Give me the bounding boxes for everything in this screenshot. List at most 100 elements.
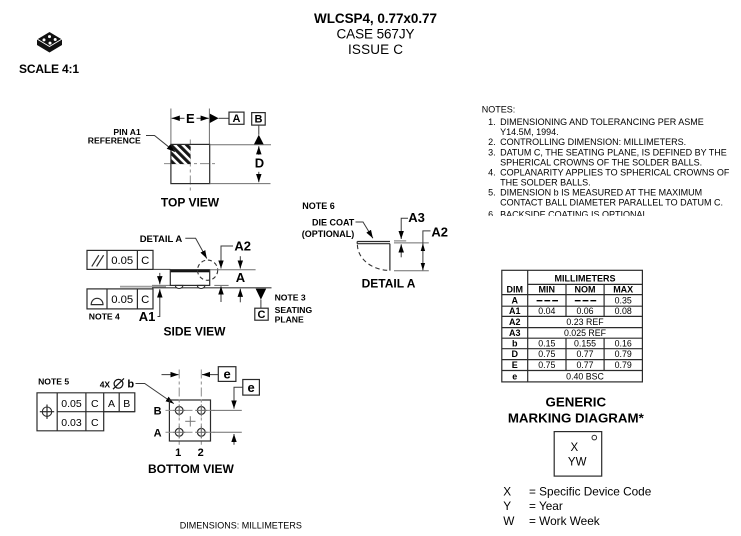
svg-text:e: e xyxy=(223,367,230,382)
svg-text:DIM: DIM xyxy=(507,284,524,294)
svg-text:= Year: = Year xyxy=(529,499,563,513)
svg-text:Y: Y xyxy=(503,499,511,513)
svg-text:SCALE 4:1: SCALE 4:1 xyxy=(19,62,79,76)
svg-text:SEATING: SEATING xyxy=(275,305,313,315)
svg-text:X: X xyxy=(503,484,511,498)
svg-text:0.77: 0.77 xyxy=(576,360,593,370)
svg-text:MILLIMETERS: MILLIMETERS xyxy=(555,274,616,284)
svg-text:2: 2 xyxy=(198,447,204,459)
svg-text:NOTE 3: NOTE 3 xyxy=(275,293,306,303)
svg-text:0.75: 0.75 xyxy=(538,360,555,370)
svg-text:0.04: 0.04 xyxy=(538,306,555,316)
svg-text:BOTTOM VIEW: BOTTOM VIEW xyxy=(148,462,234,476)
svg-text:B: B xyxy=(255,114,263,126)
svg-text:0.08: 0.08 xyxy=(615,306,632,316)
svg-text:CONTROLLING DIMENSION: MILLIME: CONTROLLING DIMENSION: MILLIMETERS. xyxy=(500,137,686,147)
svg-text:A1: A1 xyxy=(509,306,521,316)
svg-text:D: D xyxy=(512,349,519,359)
svg-text:Y14.5M, 1994.: Y14.5M, 1994. xyxy=(500,127,559,137)
svg-text:SIDE VIEW: SIDE VIEW xyxy=(163,324,226,338)
svg-text:A2: A2 xyxy=(509,317,521,327)
svg-text:NOTES:: NOTES: xyxy=(482,105,516,115)
svg-text:5.: 5. xyxy=(488,188,496,198)
svg-text:DETAIL A: DETAIL A xyxy=(140,234,183,245)
svg-text:NOTE 5: NOTE 5 xyxy=(38,376,69,386)
svg-text:DIMENSIONS: MILLIMETERS: DIMENSIONS: MILLIMETERS xyxy=(180,520,302,530)
svg-text:WLCSP4, 0.77x0.77: WLCSP4, 0.77x0.77 xyxy=(314,11,437,26)
svg-text:DIMENSION b IS MEASURED AT THE: DIMENSION b IS MEASURED AT THE MAXIMUM xyxy=(500,188,702,198)
svg-text:e: e xyxy=(512,371,517,381)
svg-text:0.03: 0.03 xyxy=(61,417,82,429)
svg-text:A1: A1 xyxy=(139,309,156,324)
svg-text:0.16: 0.16 xyxy=(615,338,632,348)
svg-text:C: C xyxy=(91,398,99,410)
svg-text:THE SOLDER BALLS.: THE SOLDER BALLS. xyxy=(500,178,591,188)
svg-text:A2: A2 xyxy=(234,238,251,253)
svg-text:PLANE: PLANE xyxy=(275,315,304,325)
svg-text:BACKSIDE COATING IS OPTIONAL.: BACKSIDE COATING IS OPTIONAL. xyxy=(500,209,650,219)
svg-text:A: A xyxy=(233,113,241,125)
svg-text:1.: 1. xyxy=(488,117,496,127)
svg-text:A: A xyxy=(236,270,246,285)
svg-text:e: e xyxy=(247,380,254,395)
svg-text:4.: 4. xyxy=(488,167,496,177)
svg-text:0.05: 0.05 xyxy=(111,294,133,306)
svg-text:C: C xyxy=(141,255,149,267)
svg-text:A3: A3 xyxy=(509,328,521,338)
svg-text:1: 1 xyxy=(175,447,181,459)
svg-text:PIN A1: PIN A1 xyxy=(113,127,141,137)
svg-text:DETAIL A: DETAIL A xyxy=(362,276,416,290)
svg-text:YW: YW xyxy=(568,457,587,469)
svg-text:0.77: 0.77 xyxy=(576,349,593,359)
svg-text:C: C xyxy=(91,417,99,429)
svg-text:(OPTIONAL): (OPTIONAL) xyxy=(302,229,355,239)
svg-text:SPHERICAL CROWNS OF THE SOLDER: SPHERICAL CROWNS OF THE SOLDER BALLS. xyxy=(500,157,702,167)
svg-text:NOTE 4: NOTE 4 xyxy=(89,312,120,322)
svg-text:A: A xyxy=(154,427,162,439)
svg-text:B: B xyxy=(123,398,130,410)
svg-text:b: b xyxy=(127,378,134,390)
svg-text:2.: 2. xyxy=(488,137,496,147)
svg-text:TOP VIEW: TOP VIEW xyxy=(161,196,220,210)
svg-text:MIN: MIN xyxy=(539,284,556,294)
svg-text:X: X xyxy=(570,442,578,454)
svg-text:0.79: 0.79 xyxy=(615,349,632,359)
svg-text:GENERIC: GENERIC xyxy=(546,394,607,409)
svg-text:0.35: 0.35 xyxy=(615,296,632,306)
svg-text:C: C xyxy=(258,309,266,321)
svg-text:3.: 3. xyxy=(488,147,496,157)
svg-text:0.40 BSC: 0.40 BSC xyxy=(566,371,604,381)
svg-text:W: W xyxy=(503,514,515,528)
svg-text:COPLANARITY APPLIES TO SPHERIC: COPLANARITY APPLIES TO SPHERICAL CROWNS … xyxy=(500,167,730,177)
svg-text:0.05: 0.05 xyxy=(61,398,82,410)
svg-text:0.75: 0.75 xyxy=(538,349,555,359)
svg-text:REFERENCE: REFERENCE xyxy=(88,136,141,146)
svg-text:D: D xyxy=(255,155,264,170)
svg-text:B: B xyxy=(154,406,162,418)
svg-text:0.23 REF: 0.23 REF xyxy=(566,317,604,327)
svg-text:MARKING DIAGRAM*: MARKING DIAGRAM* xyxy=(508,411,645,426)
svg-text:0.025 REF: 0.025 REF xyxy=(564,328,607,338)
svg-text:6.: 6. xyxy=(488,209,496,219)
svg-text:DIE COAT: DIE COAT xyxy=(312,218,355,228)
svg-text:NOM: NOM xyxy=(575,284,596,294)
svg-text:E: E xyxy=(186,111,195,126)
svg-text:0.15: 0.15 xyxy=(538,338,555,348)
svg-text:NOTE 6: NOTE 6 xyxy=(302,201,335,211)
svg-text:DATUM C, THE SEATING PLANE, IS: DATUM C, THE SEATING PLANE, IS DEFINED B… xyxy=(500,147,727,157)
svg-text:CASE 567JY: CASE 567JY xyxy=(337,26,415,41)
svg-text:0.79: 0.79 xyxy=(615,360,632,370)
svg-text:A: A xyxy=(512,296,519,306)
svg-text:A: A xyxy=(108,398,115,410)
svg-text:MAX: MAX xyxy=(613,284,633,294)
svg-text:A3: A3 xyxy=(408,210,425,225)
svg-text:= Specific Device Code: = Specific Device Code xyxy=(529,484,652,498)
svg-text:= Work Week: = Work Week xyxy=(529,514,600,528)
svg-text:0.05: 0.05 xyxy=(111,255,133,267)
svg-text:E: E xyxy=(512,360,518,370)
svg-text:0.06: 0.06 xyxy=(576,306,593,316)
svg-text:ISSUE C: ISSUE C xyxy=(348,42,403,57)
svg-text:CONTACT BALL DIAMETER PARALLEL: CONTACT BALL DIAMETER PARALLEL TO DATUM … xyxy=(500,197,723,207)
svg-text:C: C xyxy=(141,294,149,306)
svg-text:4X: 4X xyxy=(100,379,111,389)
